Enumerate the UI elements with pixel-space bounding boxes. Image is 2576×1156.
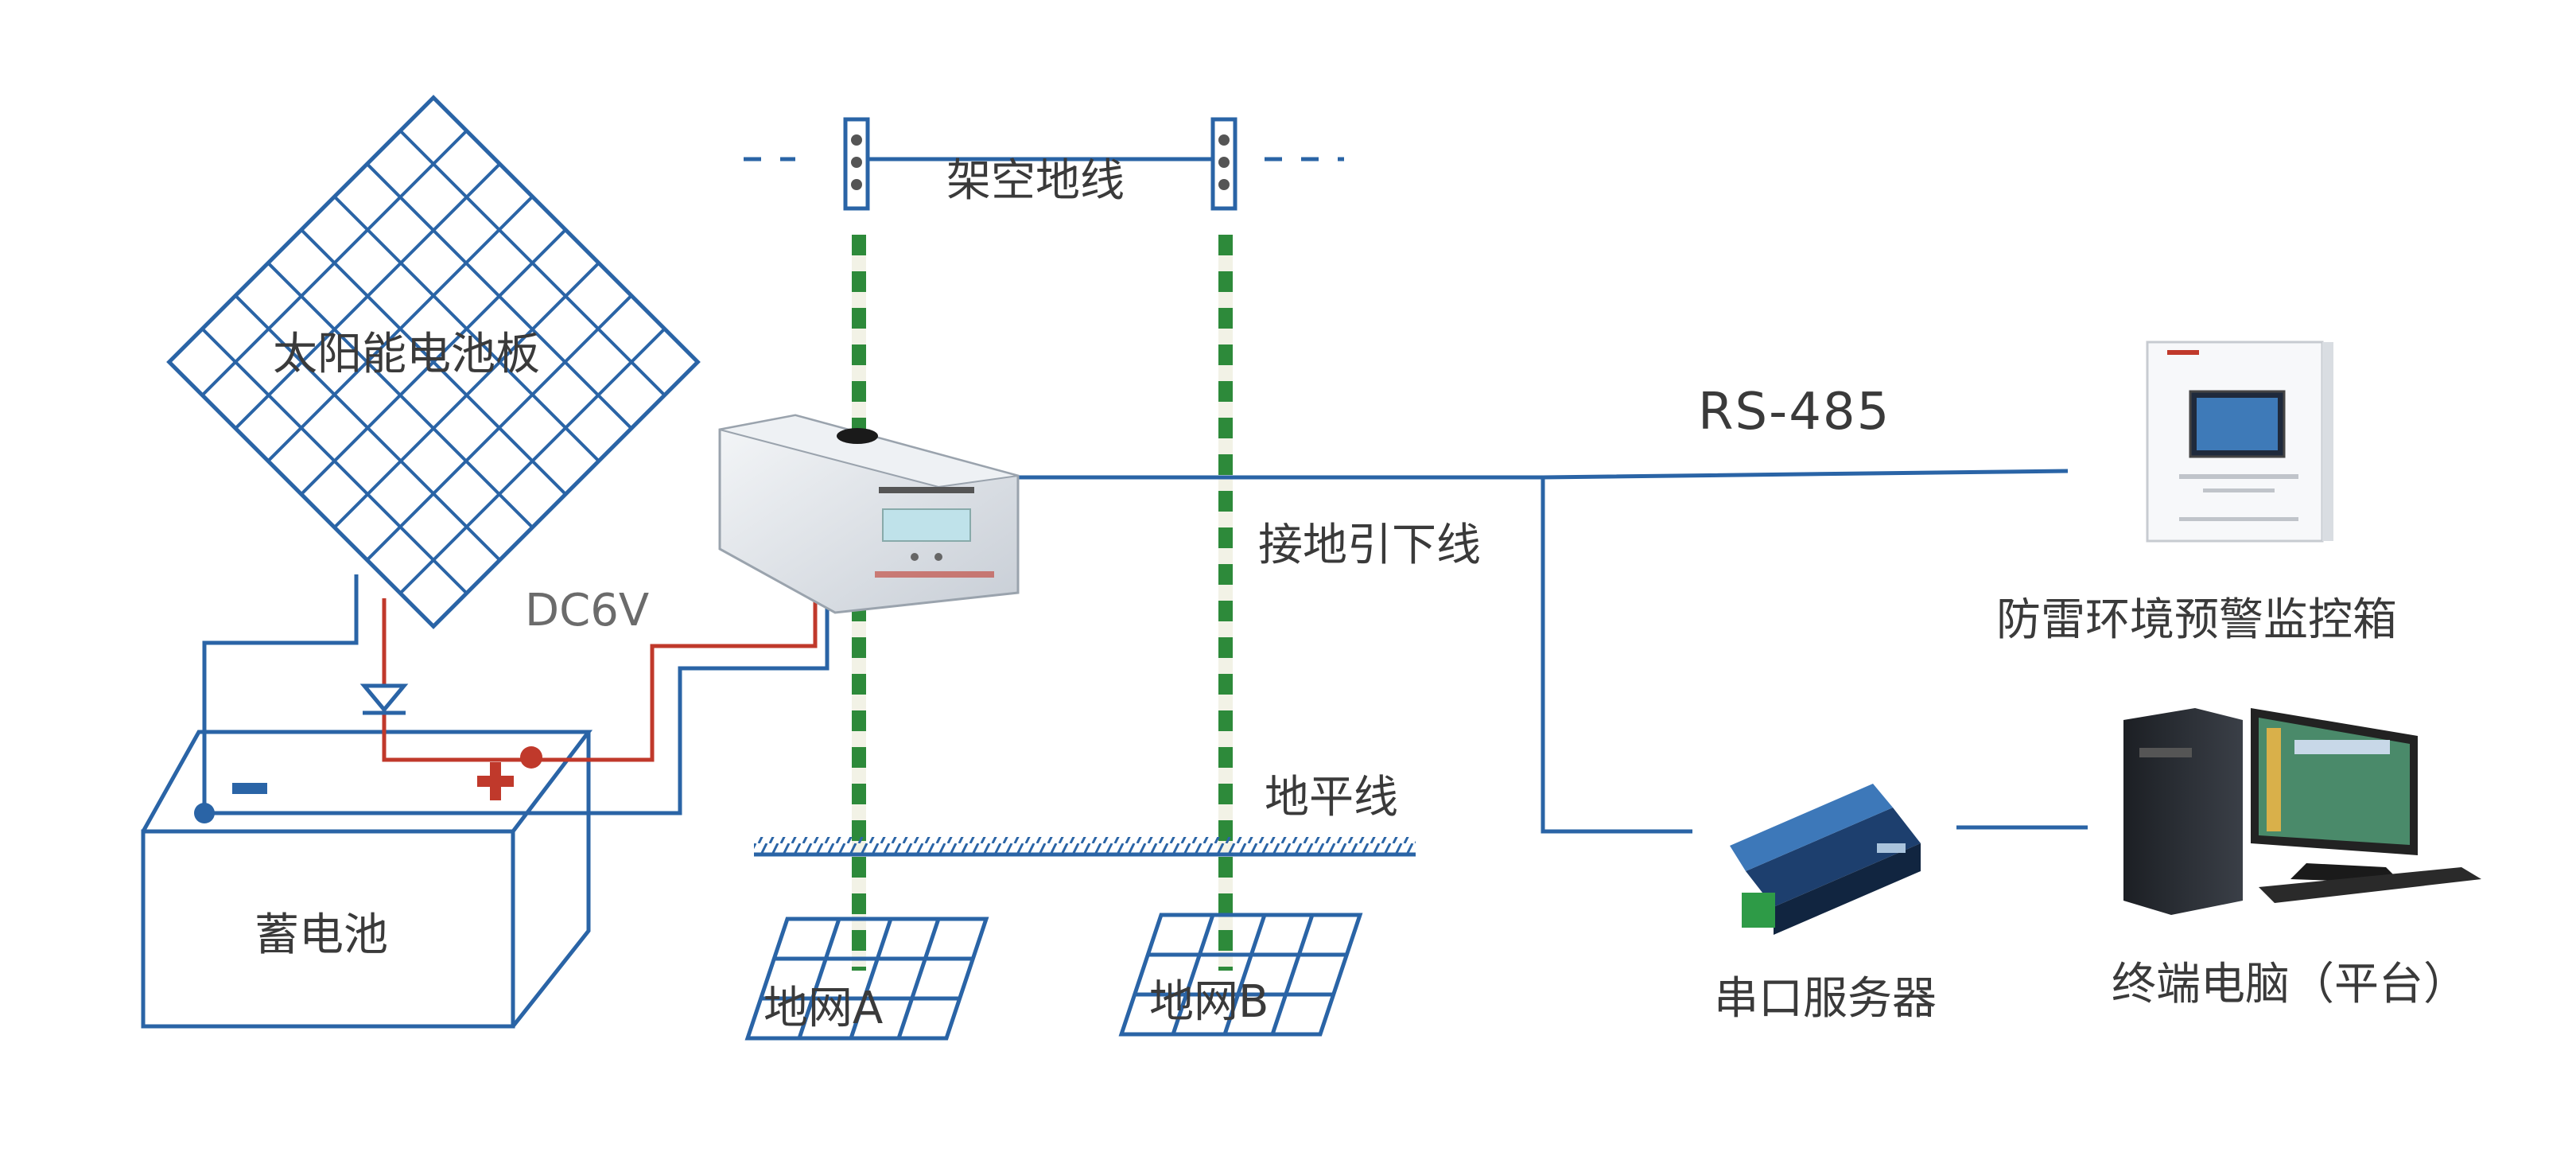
dc-voltage-label: DC6V bbox=[525, 585, 650, 636]
clamp-left-icon bbox=[843, 117, 870, 211]
down-conductor-label: 接地引下线 bbox=[1258, 520, 1481, 571]
solar-negative-wire bbox=[202, 574, 359, 813]
solar-positive-wire bbox=[382, 598, 531, 762]
clamp-right-icon bbox=[1210, 117, 1237, 211]
solar-panel-label: 太阳能电池板 bbox=[273, 329, 540, 380]
terminal-pc-label: 终端电脑（平台） bbox=[2112, 959, 2468, 1010]
rs485-bus bbox=[1018, 469, 2088, 834]
battery-to-monitor-blue-wire bbox=[204, 598, 830, 815]
warning-box-label: 防雷环境预警监控箱 bbox=[1996, 594, 2397, 646]
ground-grid-b-icon bbox=[1118, 913, 1363, 1037]
rs485-label: RS-485 bbox=[1698, 383, 1891, 442]
warning-monitor-box bbox=[2146, 341, 2333, 543]
ground-grid-a-icon bbox=[744, 917, 989, 1041]
battery-label: 蓄电池 bbox=[254, 909, 388, 961]
overhead-ground-wire-label: 架空地线 bbox=[946, 155, 1125, 207]
ground-level-line bbox=[754, 837, 1416, 857]
ground-grid-a-label: 地网A bbox=[763, 983, 884, 1034]
terminal-pc-icon bbox=[2123, 708, 2481, 915]
diode-icon bbox=[359, 683, 409, 715]
serial-server-device bbox=[1730, 784, 1921, 935]
ground-grid-b-label: 地网B bbox=[1149, 976, 1269, 1028]
battery-positive-icon bbox=[477, 762, 514, 800]
solar-panel-icon bbox=[166, 95, 701, 629]
serial-server-label: 串口服务器 bbox=[1714, 973, 1937, 1025]
battery-to-monitor-red-wire bbox=[531, 598, 818, 762]
battery-positive-terminal bbox=[520, 746, 542, 769]
ground-level-label: 地平线 bbox=[1265, 772, 1398, 823]
lightning-monitor-device bbox=[718, 414, 1020, 614]
battery-box bbox=[141, 730, 593, 1029]
battery-negative-icon bbox=[232, 783, 267, 794]
